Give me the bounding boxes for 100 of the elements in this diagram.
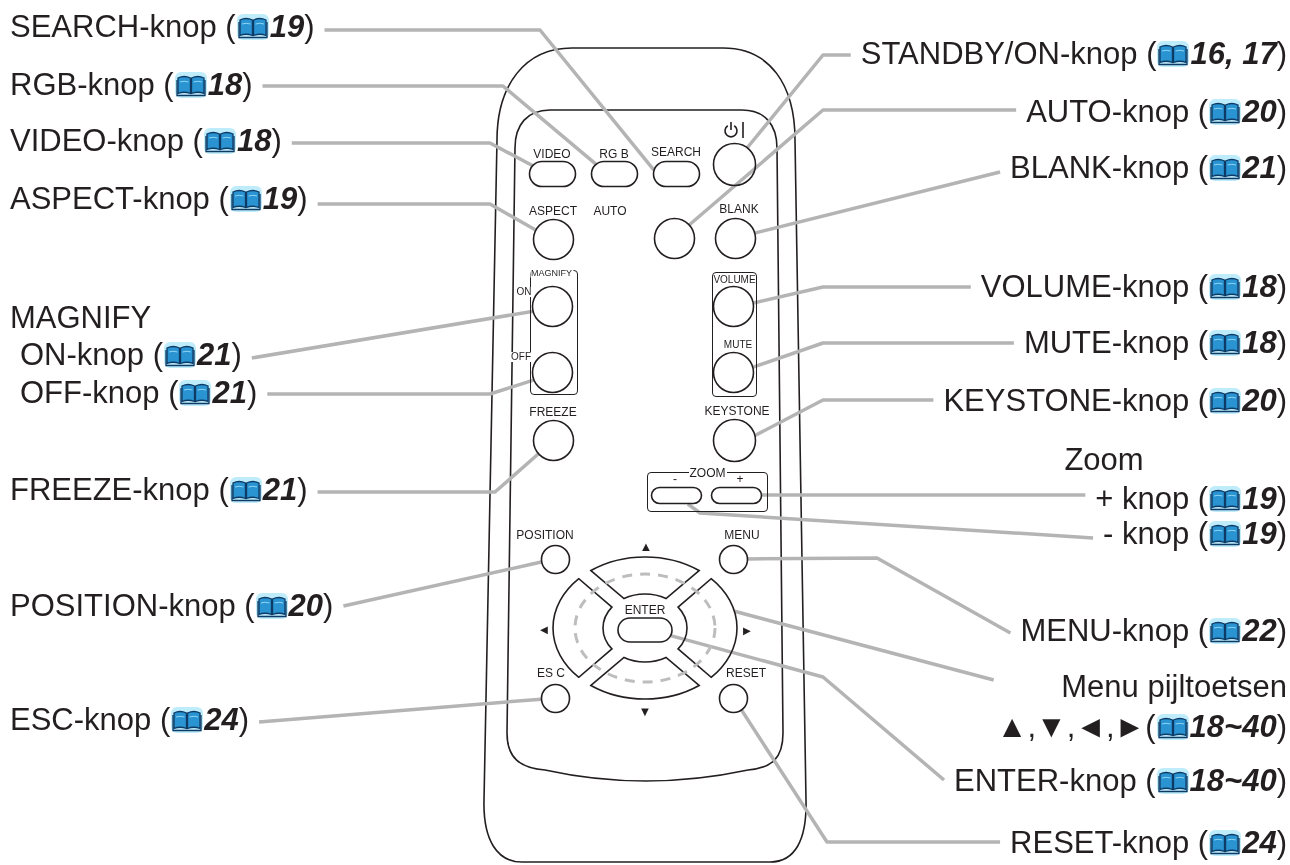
page-reference: 21) <box>197 337 242 373</box>
round-button <box>531 351 574 394</box>
round-button <box>717 543 749 575</box>
callout-label: STANDBY/ON-knop ( <box>860 36 1157 72</box>
leader-line <box>739 708 1001 844</box>
page-reference: 18) <box>236 123 282 159</box>
page-reference: 22) <box>1242 613 1287 649</box>
round-button <box>712 351 755 394</box>
button-label: FREEZE <box>529 406 577 418</box>
button-label: + <box>736 473 744 485</box>
leader-line <box>747 556 1012 635</box>
group-heading: Zoom <box>1064 442 1144 478</box>
button-label: AUTO <box>593 205 627 217</box>
page-reference: 24) <box>1242 825 1287 861</box>
round-button <box>711 417 757 463</box>
oval-button <box>650 486 703 505</box>
page-reference: 19) <box>269 9 315 45</box>
arrow-glyph: ▼ <box>638 704 652 718</box>
leader-line <box>745 53 851 149</box>
page-reference: 24) <box>204 702 250 738</box>
button-label: ES C <box>537 667 565 679</box>
oval-button <box>527 160 577 188</box>
button-label: MUTE <box>723 340 753 350</box>
button-label: BLANK <box>719 203 759 215</box>
callout-label: MUTE-knop ( <box>1023 325 1209 361</box>
callout-label: POSITION-knop ( <box>10 588 255 624</box>
round-button <box>717 682 749 714</box>
button-label: MENU <box>724 529 760 541</box>
callout-label: RESET-knop ( <box>1010 825 1209 861</box>
callout-label: KEYSTONE-knop ( <box>943 383 1209 419</box>
oval-button <box>618 618 672 642</box>
round-button <box>531 418 575 462</box>
callout-label: - knop ( <box>1103 516 1209 552</box>
callout-label: FREEZE-knop ( <box>10 472 229 508</box>
arrow-glyph: ▲ <box>639 539 653 553</box>
callout-label: ASPECT-knop ( <box>10 181 229 217</box>
callout-label: RGB-knop ( <box>10 67 174 103</box>
page-reference: 18) <box>1242 269 1287 305</box>
oval-button <box>651 160 701 188</box>
button-label: SEARCH <box>651 146 701 158</box>
arrow-glyph: ◄ <box>537 622 551 636</box>
page-reference: 19) <box>1242 516 1287 552</box>
button-label: VOLUME <box>713 275 756 285</box>
leader-line <box>291 141 534 168</box>
round-button <box>713 216 757 260</box>
round-button <box>531 285 574 328</box>
callout-label: ESC-knop ( <box>10 702 171 738</box>
page-reference: 20) <box>1242 383 1287 419</box>
callout-label: + knop ( <box>1095 481 1209 517</box>
page-reference: 18) <box>207 67 253 103</box>
leader-line <box>317 452 540 494</box>
button-label: OFF <box>510 352 532 362</box>
arrow-glyph: ► <box>740 623 754 637</box>
callout-label: SEARCH-knop ( <box>10 9 236 45</box>
page-reference: 18) <box>1242 325 1287 361</box>
button-label: ASPECT <box>529 205 577 217</box>
callout-label: ENTER-knop ( <box>954 763 1156 799</box>
oval-button <box>589 160 639 188</box>
round-button <box>652 216 696 260</box>
page-reference: 18~40) <box>1189 763 1287 799</box>
page-reference: 21) <box>262 472 308 508</box>
arrow-symbols: ▲,▼,◄,►( <box>996 708 1156 746</box>
round-button <box>539 543 571 575</box>
leader-line <box>267 378 535 396</box>
button-label: RESET <box>726 667 766 679</box>
round-button <box>539 682 571 714</box>
leader-line <box>262 84 597 166</box>
round-button <box>711 141 757 187</box>
button-label: ENTER <box>624 604 666 616</box>
leader-line <box>753 398 934 438</box>
button-label: KEYSTONE <box>704 405 770 417</box>
callout-label: Menu pijltoetsen <box>1061 668 1287 706</box>
callout-label: VOLUME-knop ( <box>980 269 1209 305</box>
callout-label: AUTO-knop ( <box>1026 94 1209 130</box>
oval-button <box>710 486 763 505</box>
leader-line <box>753 285 971 305</box>
page-reference: 20) <box>1242 94 1287 130</box>
button-label: ON <box>515 287 533 297</box>
group-heading: MAGNIFY <box>10 300 152 336</box>
callout-label: BLANK-knop ( <box>1010 150 1209 186</box>
callout-label: OFF-knop ( <box>20 375 179 411</box>
button-group-frame <box>530 270 578 395</box>
group-heading: MAGNIFY <box>530 268 573 277</box>
button-label: - <box>673 473 677 485</box>
round-button <box>712 285 755 328</box>
leader-line <box>752 341 1014 369</box>
page-reference: 20) <box>288 588 334 624</box>
page-reference: 21) <box>212 375 258 411</box>
callout-label: VIDEO-knop ( <box>10 123 203 159</box>
callout-label: MENU-knop ( <box>1020 613 1209 649</box>
page-reference: 18~40) <box>1189 708 1287 746</box>
leader-line <box>754 170 1001 235</box>
leader-line <box>251 309 534 360</box>
leader-line <box>761 493 1086 497</box>
page-reference: 19) <box>1242 481 1287 517</box>
button-label: POSITION <box>516 529 574 541</box>
leader-line <box>317 202 537 232</box>
leader-line <box>343 560 542 608</box>
button-group-frame <box>712 272 757 397</box>
leader-line <box>670 633 946 782</box>
